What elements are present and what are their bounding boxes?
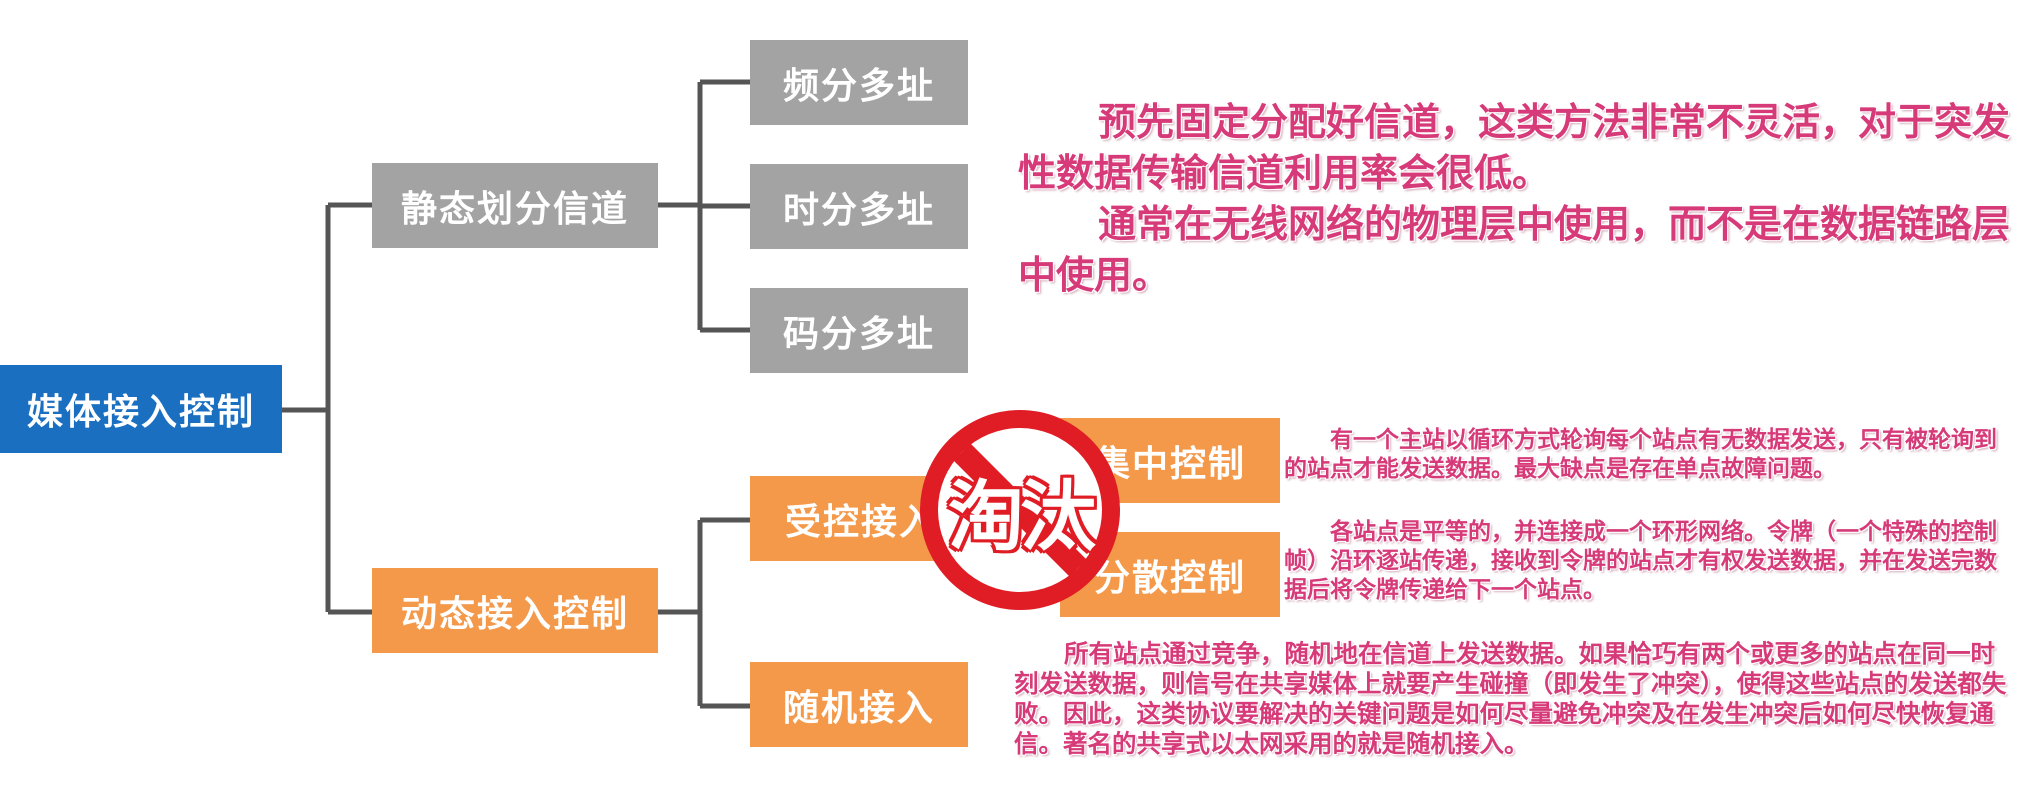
random-note-text: 所有站点通过竞争，随机地在信道上发送数据。如果恰巧有两个或更多的站点在同一时刻发…	[1014, 639, 2007, 758]
root-node: 媒体接入控制	[0, 365, 282, 453]
stamp-label: 淘汰	[948, 472, 1096, 561]
cdma-node: 码分多址	[750, 288, 968, 373]
tdma-node: 时分多址	[750, 164, 968, 249]
static-note-para1: 预先固定分配好信道，这类方法非常不灵活，对于突发性数据传输信道利用率会很低。	[1018, 100, 2011, 195]
centralized-note: 有一个主站以循环方式轮询每个站点有无数据发送，只有被轮询到的站点才能发送数据。最…	[1284, 426, 2018, 484]
static-channel-node: 静态划分信道	[372, 163, 658, 248]
obsolete-stamp: 淘汰	[920, 410, 1120, 610]
centralized-note-text: 有一个主站以循环方式轮询每个站点有无数据发送，只有被轮询到的站点才能发送数据。最…	[1284, 427, 1997, 482]
dynamic-access-node: 动态接入控制	[372, 568, 658, 653]
random-note: 所有站点通过竞争，随机地在信道上发送数据。如果恰巧有两个或更多的站点在同一时刻发…	[1014, 639, 2014, 759]
static-note-para2: 通常在无线网络的物理层中使用，而不是在数据链路层中使用。	[1018, 202, 2011, 297]
random-access-node: 随机接入	[750, 662, 968, 747]
distributed-note-text: 各站点是平等的，并连接成一个环形网络。令牌（一个特殊的控制帧）沿环逐站传递，接收…	[1284, 519, 1997, 603]
fdma-node: 频分多址	[750, 40, 968, 125]
distributed-note: 各站点是平等的，并连接成一个环形网络。令牌（一个特殊的控制帧）沿环逐站传递，接收…	[1284, 518, 2018, 605]
static-note: 预先固定分配好信道，这类方法非常不灵活，对于突发性数据传输信道利用率会很低。 通…	[1018, 97, 2012, 301]
